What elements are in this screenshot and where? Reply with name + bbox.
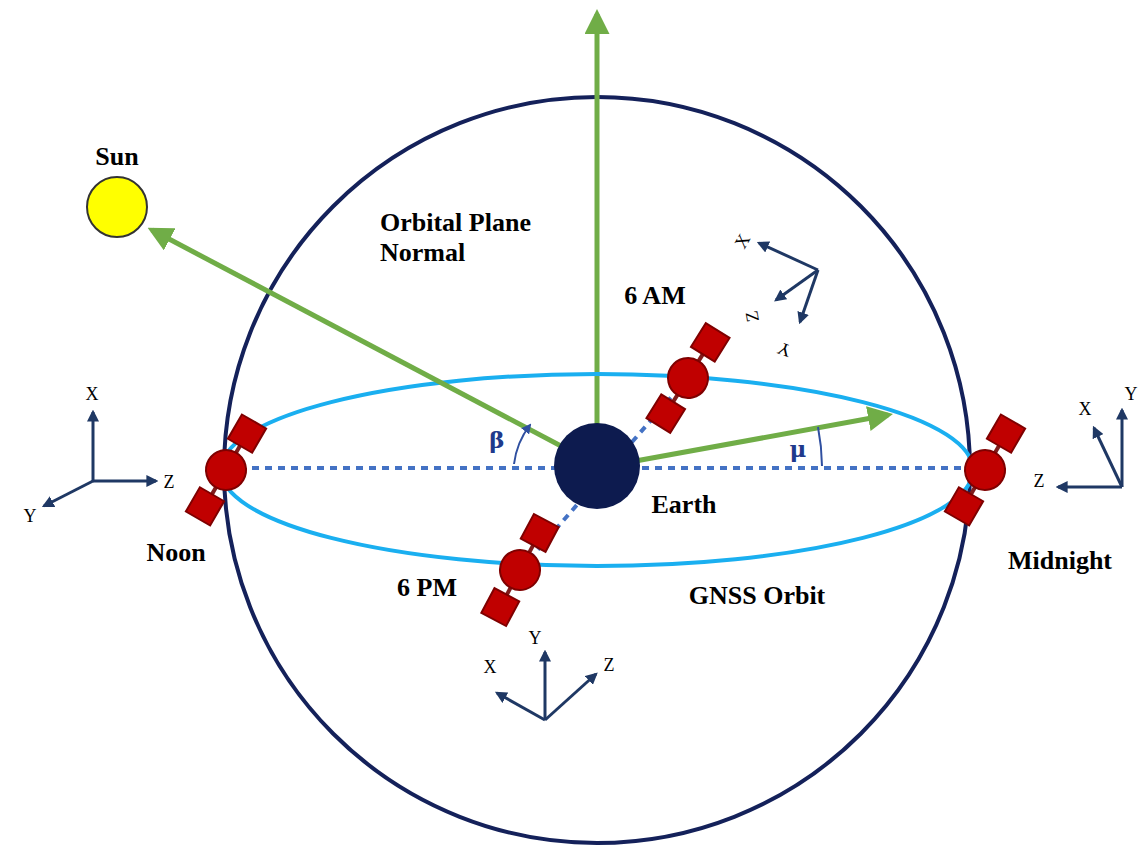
axis-label: Z bbox=[741, 309, 763, 323]
axis-label: X bbox=[484, 657, 497, 678]
time-label: 6 AM bbox=[624, 281, 685, 311]
axis-label: Z bbox=[1034, 471, 1045, 492]
axis-label: Y bbox=[24, 506, 37, 527]
axis-label: X bbox=[1079, 399, 1092, 420]
normal-label: Orbital Plane Normal bbox=[380, 208, 585, 268]
axis-label: Y bbox=[529, 628, 542, 649]
axis-label: Z bbox=[164, 472, 175, 493]
time-label: Noon bbox=[146, 538, 205, 568]
axis-label: Y bbox=[1125, 384, 1138, 405]
time-label: 6 PM bbox=[397, 573, 457, 603]
time-label: Midnight bbox=[1008, 546, 1112, 576]
angle-symbol: μ bbox=[790, 436, 807, 462]
sun-label: Sun bbox=[95, 142, 138, 172]
orbit-label: GNSS Orbit bbox=[689, 581, 826, 611]
angle-symbol: β bbox=[489, 427, 504, 453]
axis-label: X bbox=[86, 384, 99, 405]
axis-label: Z bbox=[604, 655, 615, 676]
axis-label: Y bbox=[774, 337, 793, 361]
earth-label: Earth bbox=[652, 490, 717, 520]
axis-label: X bbox=[730, 230, 754, 252]
